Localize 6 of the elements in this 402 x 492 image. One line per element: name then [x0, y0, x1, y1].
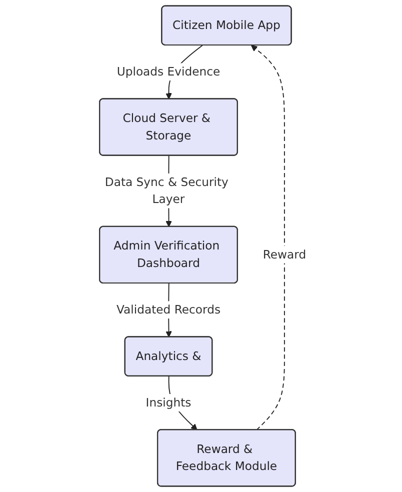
edge-label: Data Sync & Security Layer [104, 174, 228, 206]
edge-label: Insights [146, 395, 192, 410]
arrow [251, 45, 285, 430]
edge-label: Uploads Evidence [116, 64, 220, 78]
edge-label: Reward [262, 247, 306, 262]
edge-label: Validated Records [116, 302, 220, 316]
